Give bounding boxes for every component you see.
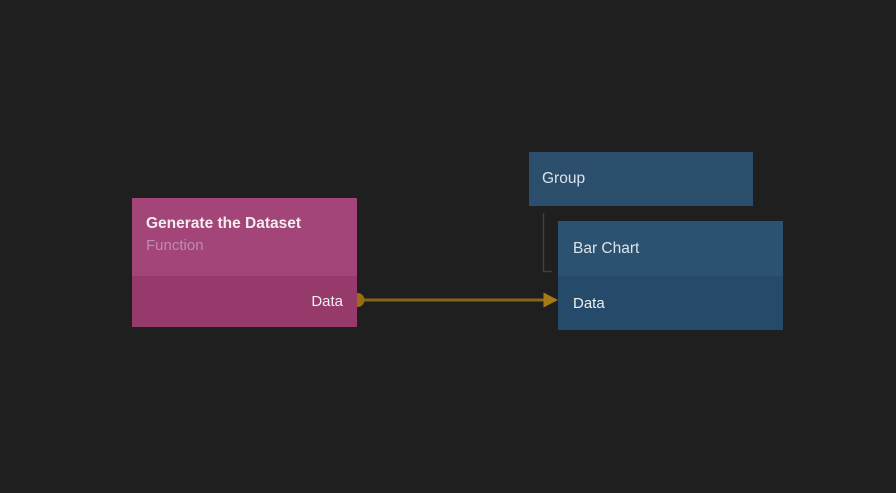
node-subtitle: Function	[146, 237, 204, 254]
node-title: Generate the Dataset	[146, 215, 302, 232]
node-header: Generate the Dataset Function	[132, 198, 357, 276]
node-generate-the-dataset[interactable]: Generate the Dataset Function Data	[132, 198, 357, 327]
node-header: Bar Chart	[558, 221, 783, 276]
input-port-data[interactable]: Data	[573, 294, 605, 312]
edge-arrowhead-icon	[543, 292, 558, 308]
node-title: Group	[542, 170, 586, 187]
node-bar-chart[interactable]: Bar Chart Data	[558, 221, 783, 330]
output-port-data[interactable]: Data	[311, 293, 343, 310]
node-body: Data	[558, 276, 783, 330]
node-body: Data	[132, 276, 357, 327]
node-group[interactable]: Group	[529, 152, 753, 206]
node-title: Bar Chart	[573, 239, 640, 257]
group-child-connector	[542, 213, 552, 273]
